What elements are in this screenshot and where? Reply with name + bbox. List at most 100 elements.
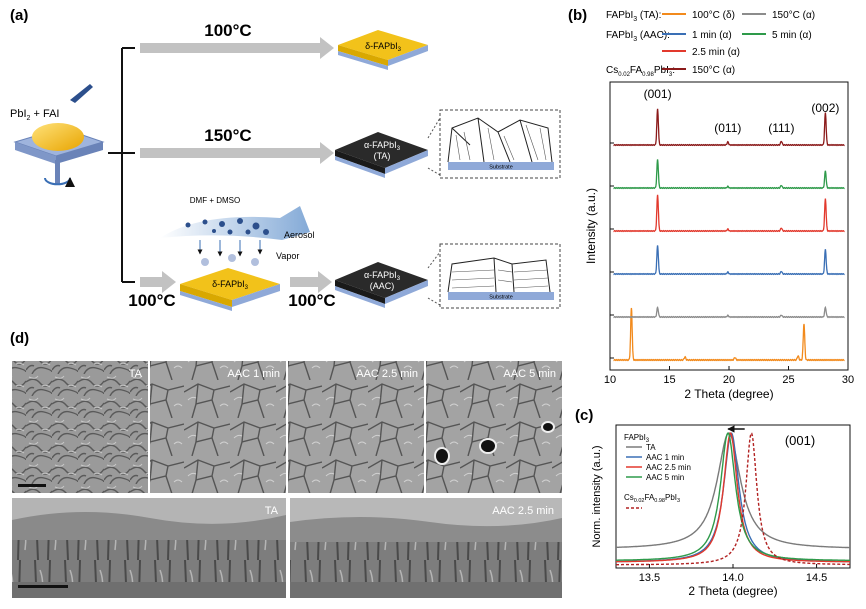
xrd-series-line — [613, 108, 845, 147]
route-bot-arrow-1 — [140, 271, 176, 293]
pipette-icon — [70, 84, 93, 103]
panel-label-d: (d) — [10, 330, 29, 347]
svg-text:α-FAPbI3: α-FAPbI3 — [364, 270, 401, 282]
route-bot-arrow-2 — [290, 271, 332, 293]
norm-legend-cs: Cs0.02FA0.98PbI3 — [624, 493, 680, 504]
svg-text:(AAC): (AAC) — [370, 281, 395, 291]
svg-text:(TA): (TA) — [374, 151, 391, 161]
panel-d-sem: (d) TA AAC 1 min AAC 2.5 min AAC 5 min — [10, 330, 562, 598]
xrd-series-line — [613, 245, 845, 276]
xrd-series-line — [613, 305, 845, 319]
norm-xtick-label: 14.0 — [722, 572, 743, 584]
aerosol-label: Aerosol — [284, 230, 315, 240]
norm-legend-label: AAC 5 min — [646, 473, 684, 482]
svg-text:AAC 5 min: AAC 5 min — [503, 368, 556, 380]
xrd-peak-label: (011) — [714, 121, 741, 135]
sem-top-aac-5min — [426, 361, 562, 493]
legend-entry-label: 150°C (α) — [772, 10, 815, 21]
route-mid-temp: 150°C — [204, 126, 251, 145]
xrd-peak-label: (002) — [811, 101, 839, 115]
alpha-film-aac: α-FAPbI3 (AAC) — [335, 262, 428, 308]
panel-label-b: (b) — [568, 7, 587, 24]
norm-xtick-label: 14.5 — [806, 572, 827, 584]
xrd-xtick-label: 30 — [842, 374, 854, 386]
svg-text:TA: TA — [265, 505, 279, 517]
norm-ylabel: Norm. intensity (a.u.) — [591, 445, 603, 547]
svg-text:AAC 2.5 min: AAC 2.5 min — [356, 368, 418, 380]
xrd-xlabel: 2 Theta (degree) — [684, 387, 773, 401]
svg-text:AAC 1 min: AAC 1 min — [227, 368, 280, 380]
delta-film-top: δ-FAPbI3 — [338, 30, 428, 70]
norm-legend-title: FAPbI3 — [624, 433, 650, 444]
aerosol-droplets — [185, 218, 269, 235]
svg-text:α-FAPbI3: α-FAPbI3 — [364, 140, 401, 152]
svg-text:Substrate: Substrate — [489, 295, 513, 301]
alpha-film-ta: α-FAPbI3 (TA) — [335, 132, 428, 178]
norm-plot: 13.5 14.0 14.5 2 Theta (degree) Norm. intens… — [591, 424, 851, 598]
svg-text:FAPbI3 (AAC):: FAPbI3 (AAC): — [606, 30, 670, 43]
svg-text:Substrate: Substrate — [489, 165, 513, 171]
xrd-plot: 10 15 20 25 30 2 Theta (degree) Intensity (a.u… — [584, 81, 854, 401]
legend-entry-label: 1 min (α) — [692, 30, 732, 41]
norm-legend-label: AAC 2.5 min — [646, 463, 691, 472]
spin-shaft — [55, 160, 60, 185]
xrd-xtick-label: 20 — [723, 374, 735, 386]
xrd-series-line — [613, 307, 845, 362]
sem-pinholes — [434, 421, 555, 465]
xrd-xtick-label: 10 — [604, 374, 616, 386]
sem-cross-ta — [12, 498, 286, 598]
panel-c-norm: (c) 13.5 14.0 14.5 2 Theta (degree) Norm. in… — [575, 407, 851, 598]
vapor-puffs — [201, 254, 259, 266]
vapor-label: Vapor — [276, 251, 299, 261]
svg-text:Cs0.02FA0.98PbI3:: Cs0.02FA0.98PbI3: — [606, 65, 675, 78]
legend-entry-label: 150°C (α) — [692, 65, 735, 76]
sem-cross-aac — [290, 498, 562, 598]
norm-annotation: (001) — [785, 433, 815, 448]
precursor-droplet — [32, 123, 84, 151]
aerosol-solvent-label: DMF + DMSO — [190, 196, 240, 205]
norm-legend-label: TA — [646, 443, 656, 452]
sem-top-aac-1min — [150, 361, 286, 493]
legend-entry-label: 5 min (α) — [772, 30, 812, 41]
svg-text:FAPbI3 (TA):: FAPbI3 (TA): — [606, 10, 661, 23]
route-bracket — [108, 47, 135, 283]
norm-xlabel: 2 Theta (degree) — [688, 584, 777, 598]
sem-top-aac-2-5min — [288, 361, 424, 493]
sem-top-ta — [12, 361, 148, 493]
xrd-legend: FAPbI3 (TA): FAPbI3 (AAC): Cs0.02FA0.98P… — [606, 10, 815, 78]
precursor-label: PbI2 + FAI — [10, 108, 59, 122]
route-bot-temp-2: 100°C — [288, 291, 335, 310]
sem-top-labels: TA AAC 1 min AAC 2.5 min AAC 5 min — [129, 368, 556, 380]
norm-xtick-label: 13.5 — [639, 572, 660, 584]
route-top-temp: 100°C — [204, 21, 251, 40]
sem-scale-bar-bottom — [18, 585, 68, 588]
legend-entry-label: 100°C (δ) — [692, 10, 735, 21]
panel-a-schematic: (a) PbI2 + FAI 100°C 150°C 100°C 100°C δ… — [10, 7, 561, 311]
norm-series-line — [616, 432, 850, 566]
sem-bottom-labels: TA AAC 2.5 min — [265, 505, 554, 517]
xrd-xtick-label: 25 — [782, 374, 794, 386]
xrd-peak-label: (111) — [768, 121, 794, 135]
xrd-series-line — [613, 194, 845, 233]
spin-arrow-icon — [44, 177, 75, 188]
xrd-series-line — [613, 159, 845, 190]
xrd-xtick-label: 15 — [663, 374, 675, 386]
svg-text:δ-FAPbI3: δ-FAPbI3 — [212, 279, 249, 291]
route-bot-temp-1: 100°C — [128, 291, 175, 310]
panel-label-c: (c) — [575, 407, 593, 424]
aerosol-arrow-icon — [160, 206, 310, 240]
panel-label-a: (a) — [10, 7, 28, 24]
sem-scale-bar-top — [18, 484, 46, 487]
xrd-ylabel: Intensity (a.u.) — [584, 188, 598, 264]
norm-series-line — [616, 432, 850, 561]
aac-grain-inset: Substrate — [427, 243, 561, 309]
panel-b-xrd: (b) FAPbI3 (TA): FAPbI3 (AAC): Cs0.02FA0… — [568, 7, 854, 401]
route-top-arrow — [140, 37, 334, 59]
ta-grain-inset: Substrate — [427, 109, 561, 179]
svg-text:TA: TA — [129, 368, 143, 380]
vapor-arrows — [197, 240, 263, 257]
xrd-peak-label: (001) — [644, 87, 672, 101]
norm-legend-label: AAC 1 min — [646, 453, 684, 462]
delta-film-intermediate: δ-FAPbI3 — [180, 268, 280, 311]
